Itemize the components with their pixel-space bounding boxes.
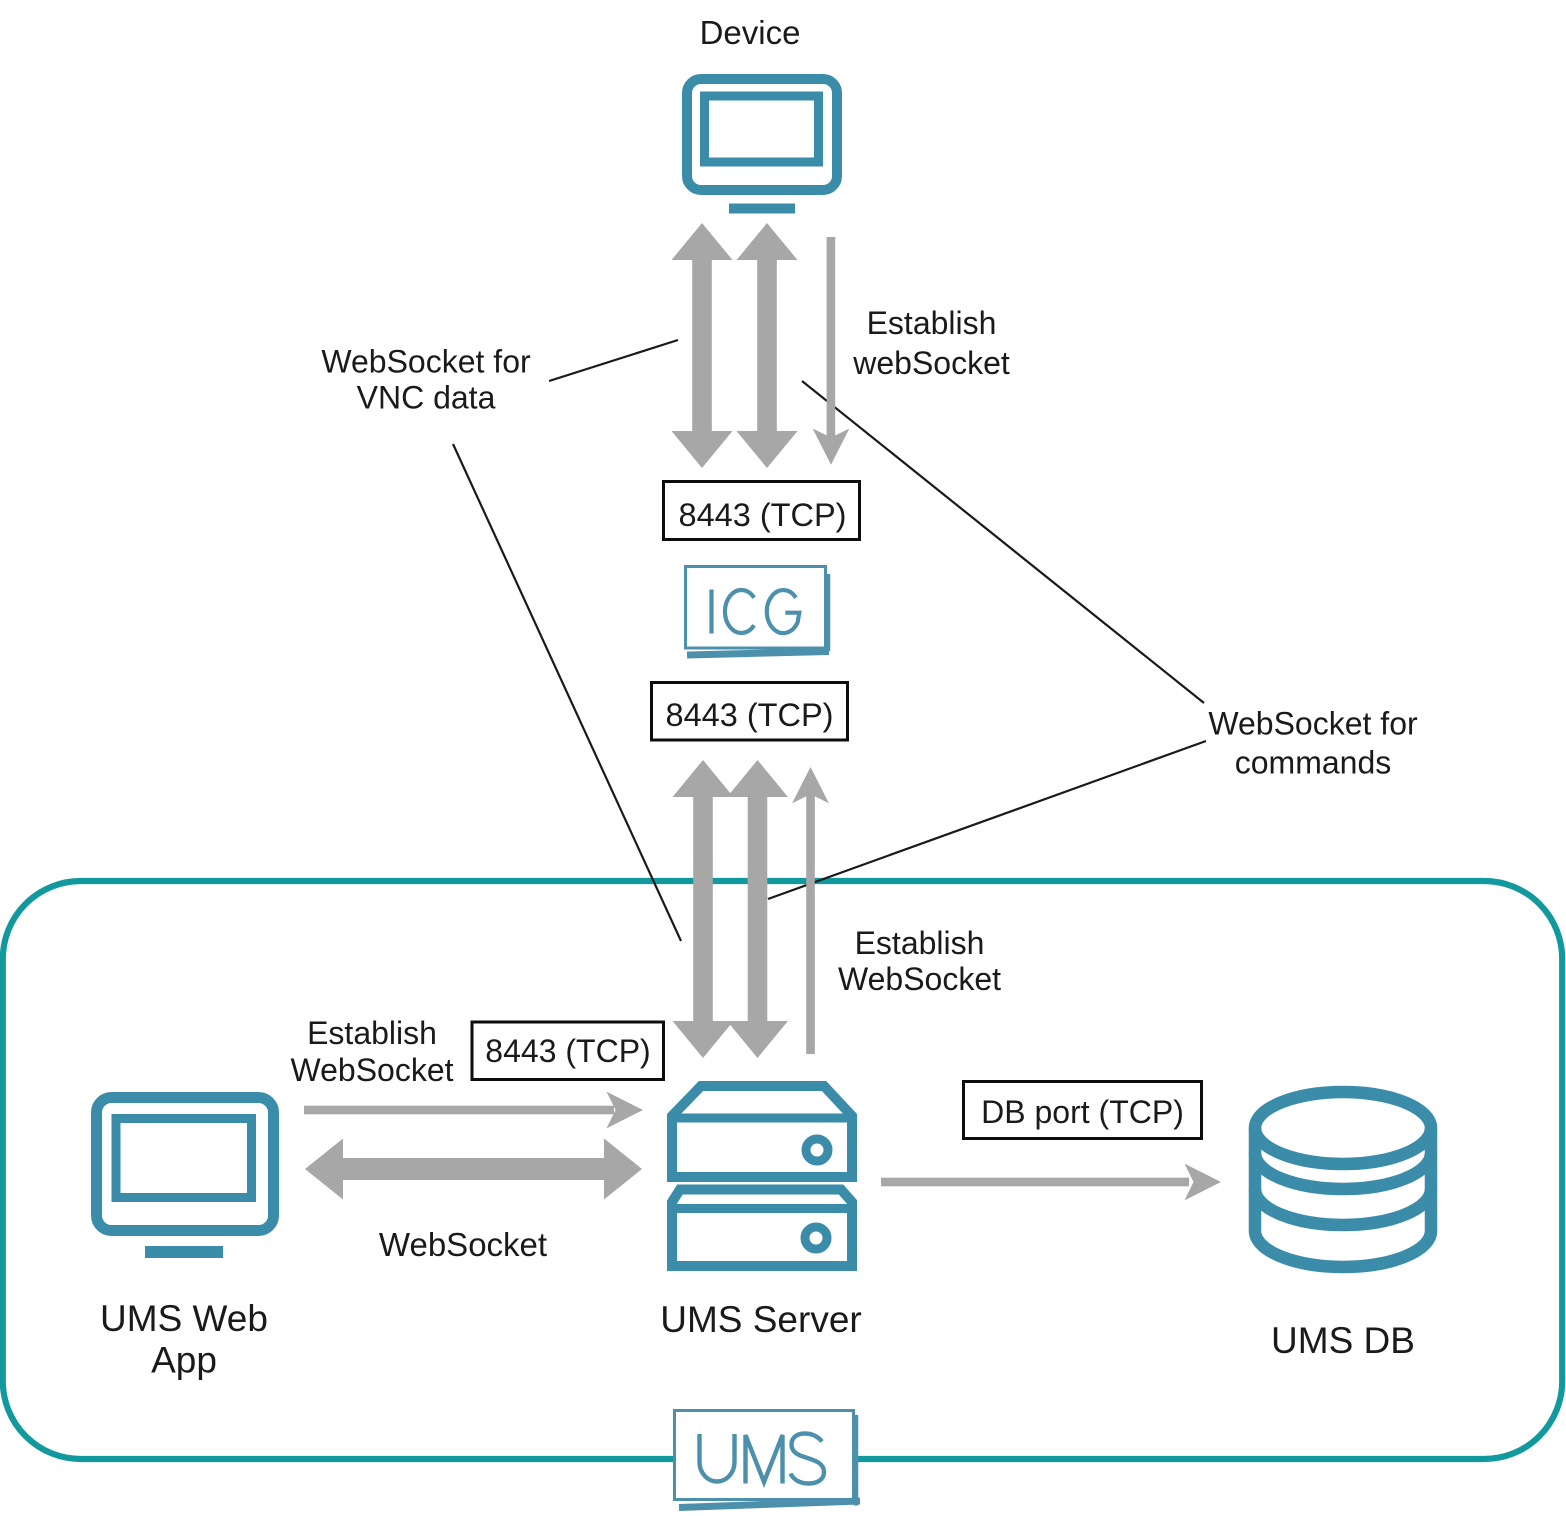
svg-text:DB port (TCP): DB port (TCP) [981, 1094, 1184, 1130]
svg-text:App: App [151, 1340, 217, 1381]
svg-text:8443 (TCP): 8443 (TCP) [666, 697, 834, 733]
svg-text:WebSocket for: WebSocket for [1208, 706, 1418, 742]
svg-text:UMS Server: UMS Server [660, 1299, 861, 1340]
svg-text:UMS DB: UMS DB [1271, 1320, 1415, 1361]
svg-text:Establish: Establish [307, 1015, 437, 1051]
svg-text:Establish: Establish [867, 305, 997, 341]
svg-text:8443 (TCP): 8443 (TCP) [679, 497, 847, 533]
svg-text:WebSocket: WebSocket [379, 1226, 547, 1263]
svg-text:WebSocket: WebSocket [838, 961, 1001, 997]
svg-text:Device: Device [700, 14, 801, 51]
svg-text:webSocket: webSocket [852, 345, 1010, 381]
svg-text:WebSocket for: WebSocket for [321, 344, 531, 380]
svg-text:commands: commands [1235, 745, 1392, 781]
svg-text:8443 (TCP): 8443 (TCP) [485, 1033, 650, 1069]
svg-text:VNC data: VNC data [357, 380, 496, 416]
svg-text:UMS Web: UMS Web [100, 1298, 268, 1339]
svg-text:Establish: Establish [855, 925, 985, 961]
svg-text:WebSocket: WebSocket [290, 1052, 453, 1088]
